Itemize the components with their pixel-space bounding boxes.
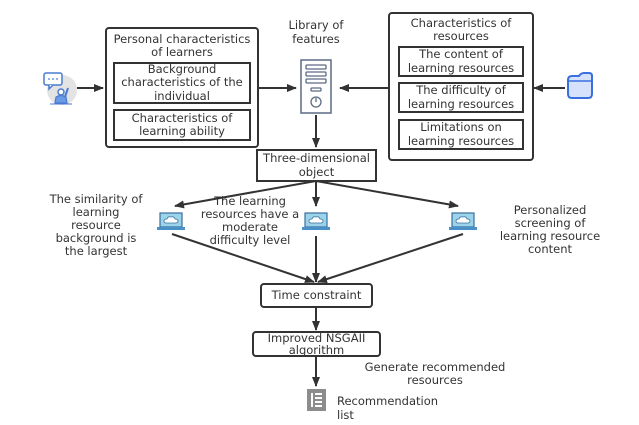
library-label: Library of features [288,18,344,46]
improved-nsgaii-algorithm: Improved NSGAII algorithm [252,331,381,357]
list-icon [307,389,326,411]
arrow-branch-3-to-time [317,233,464,283]
laptop-cloud-icon-3 [449,212,477,230]
generate-label: Generate recommended resources [364,360,506,387]
three-dimensional-object: Three-dimensional object [256,149,377,182]
laptop-cloud-icon-2 [302,212,330,230]
laptop-cloud-icon-1 [157,212,185,230]
time-constraint: Time constraint [260,283,373,308]
resource-item-difficulty: The difficulty of learning resources [398,82,524,113]
resources-group: Characteristics of resources The content… [388,12,534,161]
arrow-branch-1-to-time [171,233,315,283]
learner-user-icon [43,72,77,105]
arrow-3d-to-branch-3 [315,180,459,209]
folder-icon [567,72,593,99]
resources-title: Characteristics of resources [410,15,512,43]
learners-title: Personal characteristics of learners [113,31,251,59]
recommendation-list-label: Recommendation list [337,394,439,422]
resource-item-content: The content of learning resources [398,46,524,77]
branch-2-label: The learning resources have a moderate d… [200,194,300,247]
branch-3-label: Personalized screening of learning resou… [499,203,601,256]
arrow-3d-to-branch-1 [174,180,317,209]
learners-group: Personal characteristics of learners Bac… [105,27,259,148]
learner-item-ability: Characteristics of learning ability [113,109,251,141]
server-icon [300,59,332,114]
branch-1-label: The similarity of learning resource back… [49,192,143,258]
resource-item-limitations: Limitations on learning resources [398,119,524,150]
learner-item-background: Background characteristics of the indivi… [113,62,251,104]
